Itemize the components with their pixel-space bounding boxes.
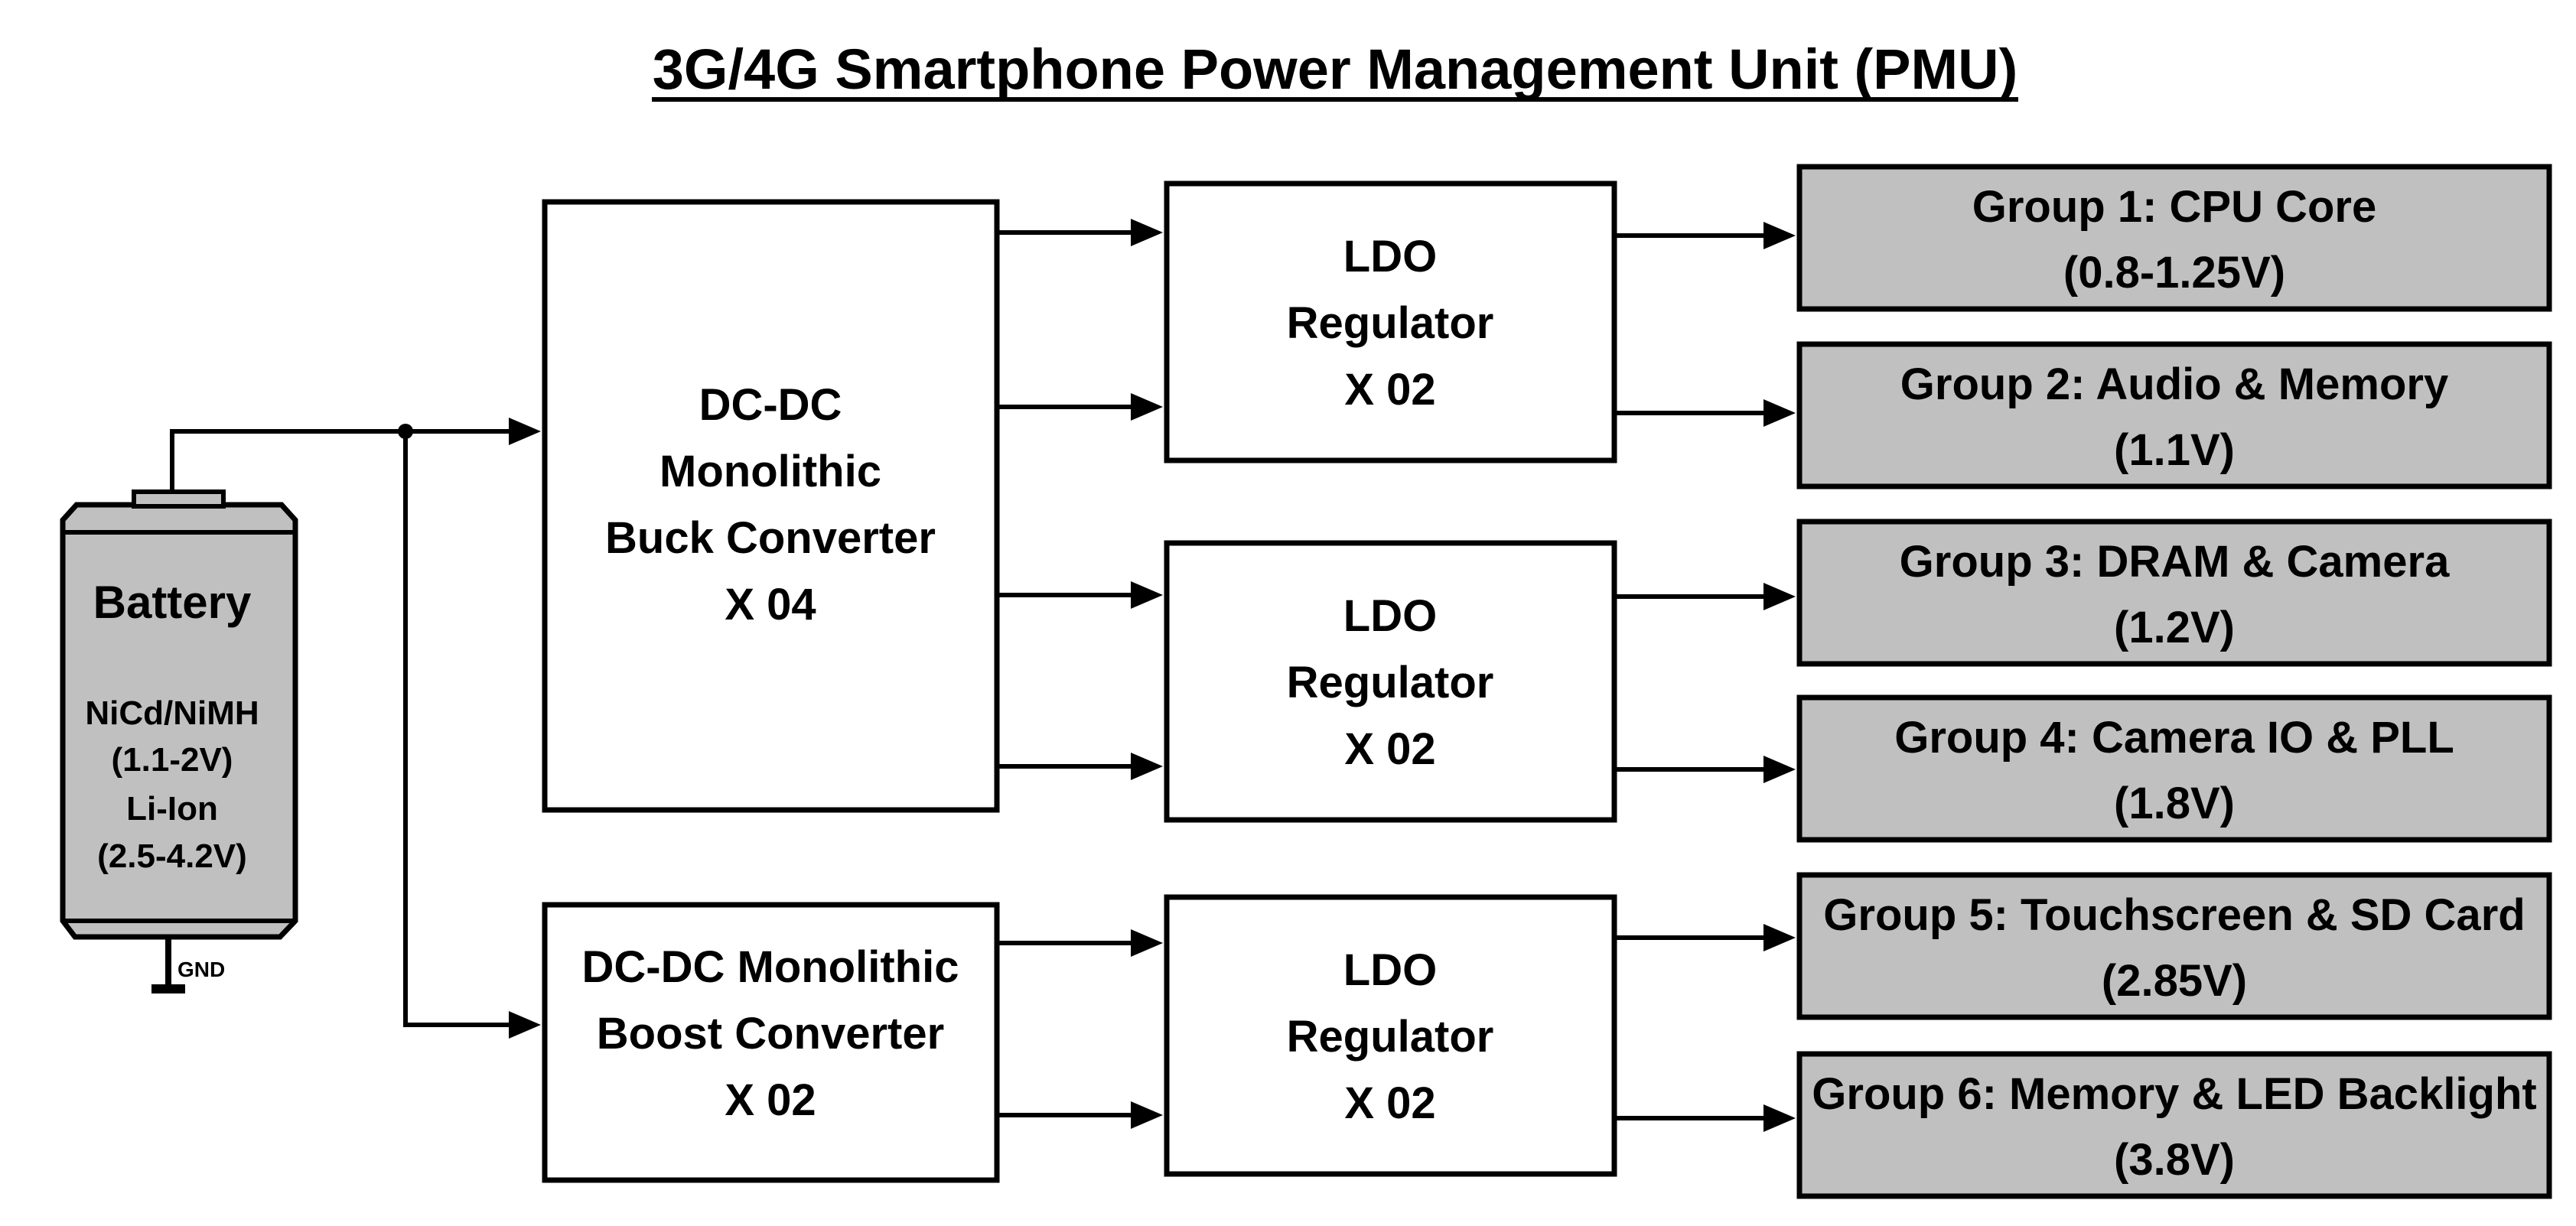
group-block-4: Group 4: Camera IO & PLL (1.8V) <box>1796 694 2552 843</box>
ldo-regulator-block-2: LDO Regulator X 02 <box>1164 540 1617 823</box>
group-6-voltage: (3.8V) <box>2114 1135 2235 1185</box>
buck-line-2: Monolithic <box>659 447 881 496</box>
group-block-1: Group 1: CPU Core (0.8-1.25V) <box>1796 164 2552 312</box>
buck-converter-block: DC-DC Monolithic Buck Converter X 04 <box>542 199 1000 813</box>
ldo-2-line-1: LDO <box>1343 591 1437 641</box>
ldo-to-group-wires <box>1614 222 1796 1132</box>
boost-line-2: Boost Converter <box>597 1009 944 1059</box>
group-5-voltage: (2.85V) <box>2102 956 2247 1006</box>
group-5-name: Group 5: Touchscreen & SD Card <box>1823 890 2525 940</box>
arrow-to-buck <box>509 418 541 445</box>
boost-line-3: X 02 <box>725 1075 816 1125</box>
group-block-3: Group 3: DRAM & Camera (1.2V) <box>1796 519 2552 667</box>
battery: Battery NiCd/NiMH (1.1-2V) Li-Ion (2.5-4… <box>60 489 298 940</box>
ldo-3-line-3: X 02 <box>1344 1078 1435 1128</box>
converter-to-ldo-wires <box>997 219 1163 1129</box>
battery-terminal <box>132 489 226 509</box>
buck-line-4: X 04 <box>725 580 816 629</box>
diagram-title: 3G/4G Smartphone Power Management Unit (… <box>653 37 2017 101</box>
battery-supply-wire <box>170 429 405 492</box>
ldo-1-line-3: X 02 <box>1344 365 1435 415</box>
buck-line-1: DC-DC <box>699 380 842 430</box>
group-1-name: Group 1: CPU Core <box>1972 182 2377 232</box>
ldo-regulator-block-1: LDO Regulator X 02 <box>1164 180 1617 463</box>
group-block-5: Group 5: Touchscreen & SD Card (2.85V) <box>1796 872 2552 1020</box>
ldo-regulator-block-3: LDO Regulator X 02 <box>1164 894 1617 1177</box>
group-4-name: Group 4: Camera IO & PLL <box>1894 713 2454 763</box>
battery-range-1: (1.1-2V) <box>112 741 233 779</box>
ldo-1-line-1: LDO <box>1343 232 1437 281</box>
battery-label: Battery <box>93 577 252 628</box>
group-4-voltage: (1.8V) <box>2114 779 2235 828</box>
group-2-name: Group 2: Audio & Memory <box>1900 359 2448 409</box>
ldo-2-line-2: Regulator <box>1287 658 1494 707</box>
buck-line-3: Buck Converter <box>605 513 936 563</box>
boost-line-1: DC-DC Monolithic <box>582 942 959 992</box>
group-block-2: Group 2: Audio & Memory (1.1V) <box>1796 341 2552 489</box>
group-3-name: Group 3: DRAM & Camera <box>1900 537 2450 587</box>
ldo-2-line-3: X 02 <box>1344 724 1435 774</box>
ldo-1-line-2: Regulator <box>1287 298 1494 348</box>
arrow-to-boost <box>509 1011 541 1039</box>
wire-to-boost <box>403 431 509 1027</box>
group-2-voltage: (1.1V) <box>2114 425 2235 475</box>
battery-chem-2: Li-Ion <box>126 790 218 828</box>
ldo-3-line-2: Regulator <box>1287 1012 1494 1062</box>
group-6-name: Group 6: Memory & LED Backlight <box>1812 1069 2536 1119</box>
group-block-6: Group 6: Memory & LED Backlight (3.8V) <box>1796 1051 2552 1199</box>
boost-converter-block: DC-DC Monolithic Boost Converter X 02 <box>542 902 1000 1183</box>
battery-chem-1: NiCd/NiMH <box>85 694 259 732</box>
ground-label: GND <box>177 958 225 981</box>
group-3-voltage: (1.2V) <box>2114 603 2235 652</box>
battery-range-2: (2.5-4.2V) <box>97 837 247 875</box>
ground-symbol: GND <box>151 937 225 993</box>
group-1-voltage: (0.8-1.25V) <box>2063 248 2285 298</box>
ldo-3-line-1: LDO <box>1343 945 1437 995</box>
